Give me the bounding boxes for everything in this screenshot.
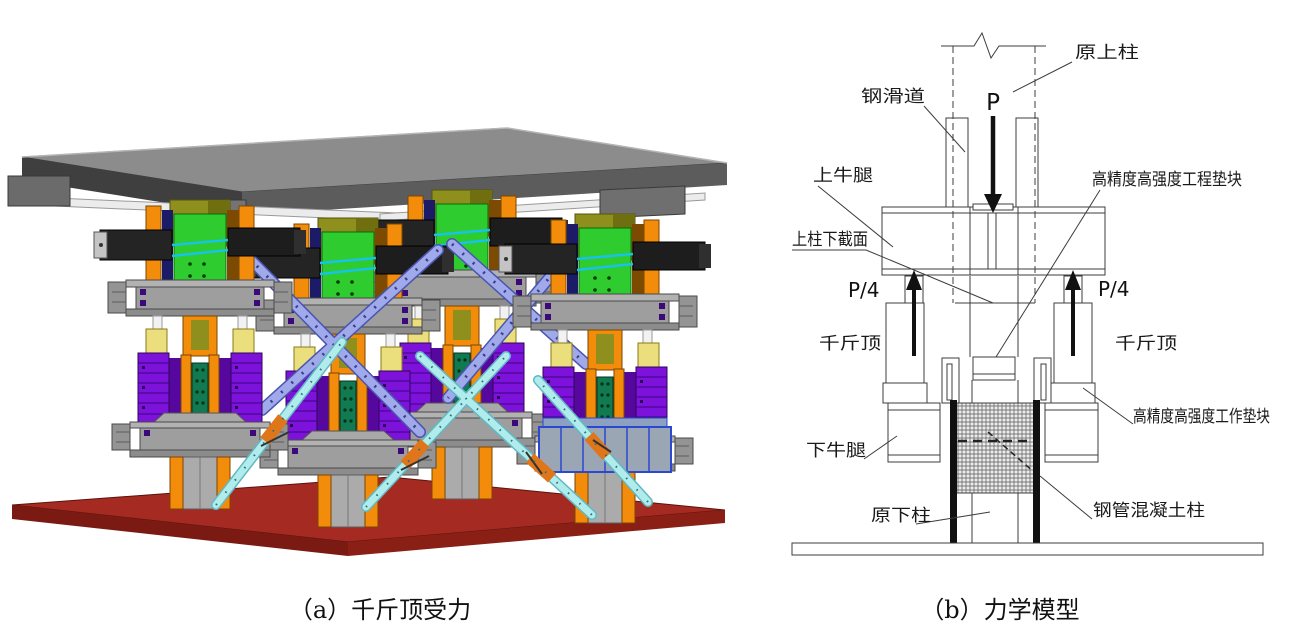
label-upper-corbel: 上牛腿 [813,166,873,186]
working-pad-right [1050,382,1096,404]
beam-channel [599,185,686,219]
periwinkle-braces [241,238,592,438]
steel-tube-wall-right [1033,400,1040,543]
hatched-steel-tube-column [954,402,1038,494]
label-p4-left: P/4 [848,278,880,302]
slide-slot [946,363,953,401]
engineering-pad [972,356,1016,381]
leader-lines [792,61,1134,525]
load-arrow-P [984,116,1002,213]
label-original-upper-column: 原上柱 [1075,43,1139,63]
slide-slot [1040,363,1047,401]
steel-tube-wall-left [950,400,957,543]
jack-left-drawing [882,275,928,404]
beam-channel [7,175,71,207]
lower-corbel-left [887,402,941,463]
label-working-pad: 高精度高强度工作垫块 [1133,407,1270,427]
label-load-P: P [986,90,1000,116]
ground-line [791,542,1264,556]
label-original-lower-column: 原下柱 [871,506,931,526]
label-lower-corbel: 下牛腿 [806,441,866,461]
caption-panel-b: （b）力学模型 [920,596,1079,624]
caption-panel-a: （a）千斤顶受力 [289,596,471,624]
lower-column-lines [971,493,1019,543]
label-jack-right: 千斤顶 [1115,334,1177,354]
label-p4-right: P/4 [1098,277,1130,301]
steel-slide-left [945,117,969,208]
jacking-column-front-right [497,212,713,525]
label-steel-slide: 钢滑道 [861,87,925,107]
label-upper-column-cut-section: 上柱下截面 [792,230,868,250]
top-slab-face-right [242,163,727,215]
panel-b-mechanical-model: 原上柱 钢滑道 上牛腿 高精度高强度工程垫块 上柱下截面 P P/4 P/4 千… [791,31,1270,556]
brace-coupler-orange [260,414,612,483]
lower-corbel-right [1044,402,1099,463]
base-plate-face-left [12,505,348,556]
label-engineering-pad: 高精度高强度工程垫块 [1092,170,1242,190]
cyan-braces [211,337,653,520]
panel-a-3d-render [7,127,728,556]
label-jack-left: 千斤顶 [819,334,881,354]
label-steel-tube-concrete-column: 钢管混凝土柱 [1093,501,1205,521]
diag-dashed-line [987,431,1036,474]
reaction-arrow-left [906,270,922,356]
reaction-arrow-right [1065,270,1081,356]
upper-corbel-box [881,206,1106,276]
break-line [941,31,1046,60]
upper-column-dashed-outline [952,46,1036,303]
working-pad-left [882,382,928,404]
